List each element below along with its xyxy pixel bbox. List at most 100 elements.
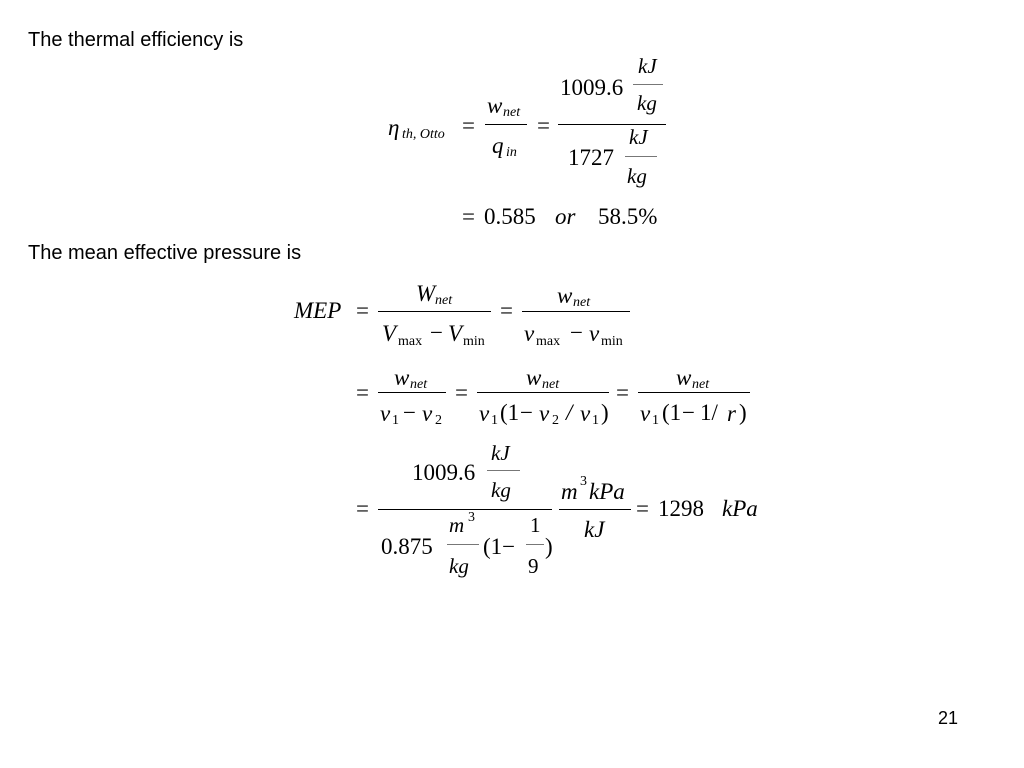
fraction-bar	[522, 311, 630, 312]
eta-subscript: th, Otto	[402, 127, 445, 142]
eta-symbol: η	[388, 115, 400, 140]
min-subscript: min	[601, 334, 623, 349]
one-slash: 1/	[700, 400, 718, 425]
value-0-875: 0.875	[381, 534, 433, 559]
page-number: 21	[938, 708, 959, 728]
q-symbol: q	[492, 133, 504, 158]
equals-sign: =	[455, 380, 468, 405]
equals-sign: =	[356, 380, 369, 405]
close-paren: )	[601, 400, 609, 425]
max-subscript: max	[536, 334, 561, 349]
close-paren: )	[545, 534, 553, 559]
unit-kg: kg	[491, 478, 511, 502]
subscript-1: 1	[652, 413, 659, 428]
equals-sign: =	[356, 298, 369, 323]
numerator-1: 1	[530, 513, 541, 537]
unit-bar	[633, 84, 663, 85]
unit-bar	[487, 470, 520, 471]
paren-one-minus: (1−	[483, 534, 516, 559]
v-symbol: v	[479, 401, 490, 426]
w-symbol: w	[557, 283, 573, 308]
unit-kg: kg	[449, 554, 469, 578]
min-subscript: min	[463, 334, 485, 349]
fraction-bar	[485, 124, 527, 125]
v-symbol: v	[524, 321, 535, 346]
superscript-3: 3	[580, 474, 587, 489]
net-subscript: net	[542, 377, 560, 392]
minus-sign: −	[682, 400, 695, 425]
subscript-2: 2	[435, 413, 442, 428]
result-value: 0.585	[484, 204, 536, 229]
minus-sign: −	[570, 320, 583, 345]
v-symbol: v	[539, 401, 550, 426]
value-1009-6: 1009.6	[412, 460, 476, 485]
subscript-1: 1	[592, 413, 599, 428]
unit-kg: kg	[637, 91, 657, 115]
mean-effective-pressure-heading: The mean effective pressure is	[28, 242, 302, 264]
or-text: or	[555, 204, 576, 229]
minus-sign: −	[430, 320, 443, 345]
net-subscript: net	[410, 377, 428, 392]
fraction-bar	[378, 509, 552, 510]
minus-sign: −	[403, 400, 416, 425]
v-symbol: v	[580, 401, 591, 426]
superscript-3: 3	[468, 510, 475, 525]
fraction-bar	[559, 509, 631, 510]
net-subscript: net	[692, 377, 710, 392]
subscript-2: 2	[552, 413, 559, 428]
equals-sign: =	[462, 113, 475, 138]
unit-kj: kJ	[638, 54, 657, 78]
subscript-1: 1	[392, 413, 399, 428]
unit-kj: kJ	[491, 441, 510, 465]
thermal-efficiency-heading: The thermal efficiency is	[28, 29, 244, 51]
unit-bar	[625, 156, 657, 157]
net-subscript: net	[573, 295, 591, 310]
equals-sign: =	[537, 113, 550, 138]
equals-sign: =	[616, 380, 629, 405]
paren-one: (1	[662, 400, 682, 425]
unit-m: m	[561, 479, 578, 504]
subscript-1: 1	[491, 413, 498, 428]
max-subscript: max	[398, 334, 423, 349]
w-symbol: w	[394, 365, 410, 390]
v-symbol: v	[380, 401, 391, 426]
w-symbol: w	[487, 93, 503, 118]
mep-symbol: MEP	[294, 298, 342, 323]
unit-kg: kg	[627, 164, 647, 188]
unit-kPa: kPa	[589, 479, 625, 504]
equals-sign: =	[356, 496, 369, 521]
minus-sign: −	[520, 400, 533, 425]
slash: /	[566, 400, 573, 425]
value-1298: 1298	[658, 496, 704, 521]
unit-bar	[447, 544, 479, 545]
fraction-bar	[378, 392, 446, 393]
denominator-9: 9	[528, 554, 539, 578]
paren-one: (1	[500, 400, 520, 425]
result-percent: 58.5%	[598, 204, 658, 229]
unit-kj: kJ	[629, 125, 648, 149]
unit-m: m	[449, 513, 465, 537]
fraction-bar	[558, 124, 666, 125]
V-symbol: V	[382, 321, 397, 346]
W-symbol: W	[416, 281, 436, 306]
w-symbol: w	[676, 365, 692, 390]
r-symbol: r	[727, 401, 736, 426]
fraction-bar	[638, 392, 750, 393]
value-1009-6: 1009.6	[560, 75, 624, 100]
unit-kPa: kPa	[722, 496, 758, 521]
V-symbol: V	[448, 321, 463, 346]
fraction-bar	[378, 311, 491, 312]
equals-sign: =	[500, 298, 513, 323]
value-1727: 1727	[568, 145, 614, 170]
close-paren: )	[739, 400, 747, 425]
v-symbol: v	[589, 321, 600, 346]
equals-sign: =	[636, 496, 649, 521]
equals-sign: =	[462, 204, 475, 229]
v-symbol: v	[422, 401, 433, 426]
w-symbol: w	[526, 365, 542, 390]
net-subscript: net	[503, 105, 521, 120]
in-subscript: in	[506, 145, 517, 160]
v-symbol: v	[640, 401, 651, 426]
net-subscript: net	[435, 293, 453, 308]
unit-kj: kJ	[584, 517, 605, 542]
